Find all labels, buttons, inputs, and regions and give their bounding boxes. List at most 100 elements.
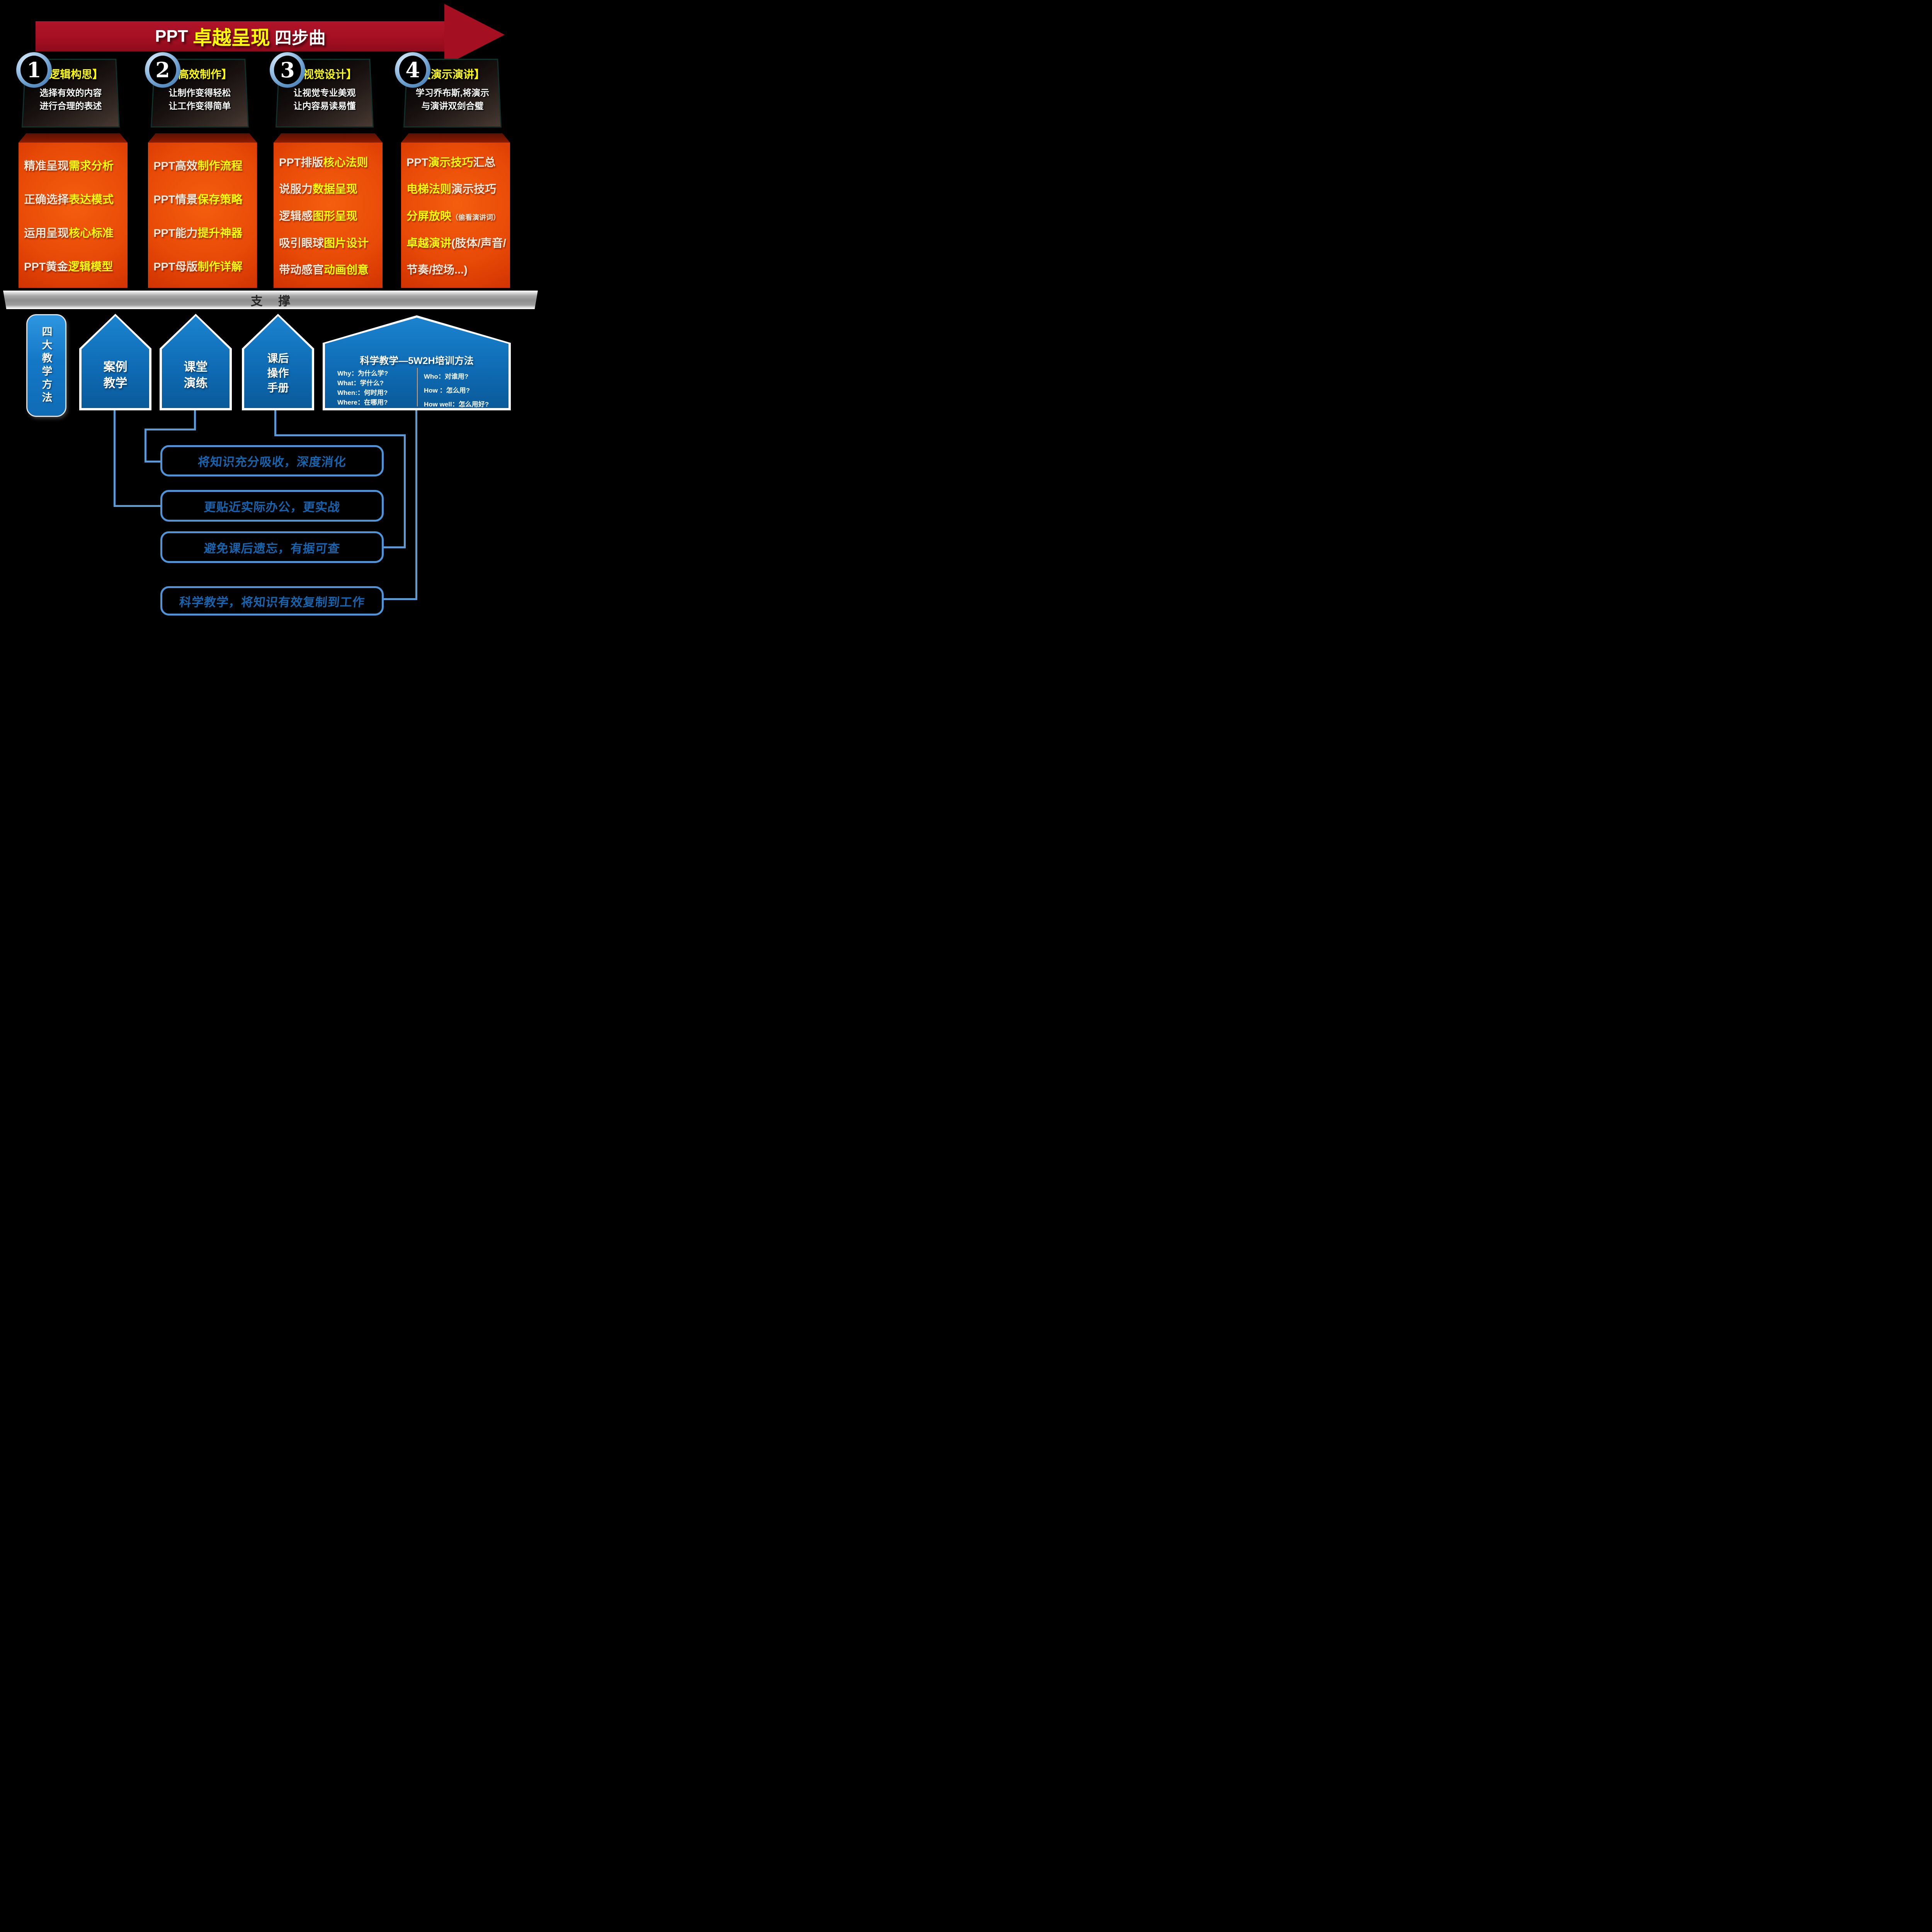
connector-5w2h-to-benefit-4 (415, 410, 417, 600)
qa-item: How well：怎么用好? (424, 401, 489, 408)
house-face: 案例 教学 (82, 316, 149, 408)
step-4-desc-line2: 与演讲双剑合璧 (421, 101, 484, 111)
topic-keyword: 核心法则 (323, 156, 368, 169)
topic-line: PPT演示技巧汇总 (406, 153, 510, 170)
topic-keyword: 分屏放映 (406, 210, 452, 223)
house-classroom-practice: 课堂 演练 (160, 314, 232, 410)
connector-manual-to-benefit-3 (274, 410, 276, 436)
house-face: 课后 操作 手册 (244, 316, 312, 408)
banner-arrow-head-icon (444, 4, 505, 66)
support-bar-label: 支 撑 (250, 294, 297, 308)
house-label: 课堂 演练 (184, 360, 208, 390)
step-number: 2 (155, 58, 170, 82)
qa-column-right: Who：对谁用? How ：怎么用? How well：怎么用好? (424, 370, 489, 408)
topic-text: 运用呈现 (24, 227, 69, 240)
step-4-box-top-face (401, 133, 510, 143)
topic-line: 电梯法则演示技巧 (406, 180, 510, 196)
topic-line: 卓越演讲(肢体/声音/ (406, 234, 510, 250)
house-case-teaching: 案例 教学 (79, 314, 151, 410)
connector-classroom-practice-to-benefit-1 (194, 410, 196, 430)
banner-arrow-body (36, 21, 445, 51)
topic-line: PPT高效制作流程 (153, 157, 257, 173)
step-2-box-top-face (148, 133, 257, 143)
topic-text: 正确选择 (24, 193, 69, 206)
topic-line: PPT排版核心法则 (279, 153, 383, 170)
qa-item: How ：怎么用? (424, 387, 470, 394)
badge-circle: 1 (20, 56, 48, 84)
topic-line: 正确选择表达模式 (24, 190, 128, 207)
topic-keyword: 保存策略 (197, 193, 243, 206)
topic-keyword: 制作流程 (197, 160, 243, 172)
connector-manual-to-benefit-3 (383, 546, 406, 548)
big-house-face: 科学教学—5W2H培训方法 Why：为什么学? What：学什么? When:：… (325, 318, 509, 408)
big-house-title: 科学教学—5W2H培训方法 (360, 355, 474, 366)
connector-classroom-practice-to-benefit-1 (145, 461, 162, 463)
step-3-desc-line1: 让视觉专业美观 (293, 88, 356, 98)
topic-text: (肢体/声音/ (451, 237, 506, 250)
step-4-desc-line1: 学习乔布斯,将演示 (415, 88, 490, 98)
house-face: 课堂 演练 (162, 316, 230, 408)
page-title: PPT 卓越呈现 四步曲 (36, 19, 445, 53)
step-2-desc-line1: 让制作变得轻松 (168, 88, 231, 98)
benefit-box-4: 科学教学，将知识有效复制到工作 (160, 586, 384, 616)
topic-keyword: 逻辑模型 (68, 260, 113, 273)
topic-text: PPT (406, 156, 429, 169)
title-prefix: PPT (155, 27, 188, 46)
topic-keyword: 需求分析 (69, 160, 114, 172)
topic-keyword: 核心标准 (69, 227, 114, 240)
topic-text: PPT能力 (153, 227, 198, 240)
house-label: 案例 教学 (103, 360, 128, 390)
step-1-box-top-face (19, 133, 128, 143)
topic-text: PPT排版 (279, 156, 323, 169)
step-3-number-badge: 3 (270, 52, 305, 88)
topic-keyword: 表达模式 (69, 193, 114, 206)
step-4-number-badge: 4 (395, 52, 430, 88)
topic-keyword: 卓越演讲 (406, 237, 452, 250)
step-2-number-badge: 2 (145, 52, 180, 88)
step-number: 1 (27, 58, 41, 82)
badge-circle: 3 (274, 56, 301, 84)
connector-manual-to-benefit-3 (274, 434, 406, 436)
house-label: 课后 操作 手册 (267, 352, 289, 394)
topic-line: 分屏放映（偷看演讲词） (406, 207, 510, 223)
topic-text: PPT情景 (153, 193, 198, 206)
topic-line: 说服力数据呈现 (279, 180, 383, 196)
qa-item: When:：何时用? (337, 389, 388, 396)
topic-note: （偷看演讲词） (451, 213, 500, 221)
topic-line: 节奏/控场...) (406, 261, 510, 277)
topic-text: 逻辑感 (279, 210, 313, 223)
benefit-box-3: 避免课后遗忘，有据可查 (160, 531, 384, 563)
topic-line: 运用呈现核心标准 (24, 224, 128, 240)
step-3-header: 【视觉设计】 让视觉专业美观 让内容易读易懂 (276, 59, 374, 128)
topic-keyword: 数据呈现 (313, 183, 358, 196)
connector-classroom-practice-to-benefit-1 (145, 429, 196, 430)
title-suffix: 四步曲 (274, 29, 326, 48)
qa-item: What：学什么? (337, 379, 384, 387)
topic-line: PPT母版制作详解 (153, 258, 257, 274)
topic-text: 精准呈现 (24, 160, 69, 172)
step-1-topics-box: 精准呈现需求分析 正确选择表达模式 运用呈现核心标准 PPT黄金逻辑模型 (19, 143, 128, 288)
step-2-topics-box: PPT高效制作流程 PPT情景保存策略 PPT能力提升神器 PPT母版制作详解 (148, 143, 257, 288)
topic-text: 演示技巧 (451, 183, 497, 196)
topic-text: 汇总 (473, 156, 496, 169)
connector-classroom-practice-to-benefit-1 (145, 429, 146, 463)
topic-line: 逻辑感图形呈现 (279, 207, 383, 223)
step-1-desc-line1: 选择有效的内容 (39, 88, 102, 98)
support-bar: 支 撑 (3, 291, 538, 309)
teaching-methods-pill: 四大教学方法 (26, 314, 66, 417)
topic-text: PPT母版 (153, 260, 198, 273)
badge-circle: 4 (399, 56, 426, 84)
topic-line: PPT黄金逻辑模型 (24, 258, 128, 274)
topic-line: PPT能力提升神器 (153, 224, 257, 240)
house-5w2h-method: 科学教学—5W2H培训方法 Why：为什么学? What：学什么? When:：… (323, 315, 511, 410)
benefit-label: 更贴近实际办公，更实战 (203, 500, 341, 514)
qa-column-left: Why：为什么学? What：学什么? When:：何时用? Where：在哪用… (337, 369, 388, 407)
topic-text: 吸引眼球 (279, 237, 324, 250)
ppt-training-infographic: PPT 卓越呈现 四步曲 1 2 3 4 【逻辑构思】 选择有效的内容 进行合理… (0, 0, 541, 616)
qa-item: Who：对谁用? (424, 373, 469, 380)
qa-item: Why：为什么学? (337, 370, 388, 377)
step-4-title: 【演示演讲】 (420, 68, 485, 80)
benefit-box-1: 将知识充分吸收，深度消化 (160, 445, 384, 476)
qa-item: Where：在哪用? (337, 399, 388, 406)
topic-line: 精准呈现需求分析 (24, 157, 128, 173)
